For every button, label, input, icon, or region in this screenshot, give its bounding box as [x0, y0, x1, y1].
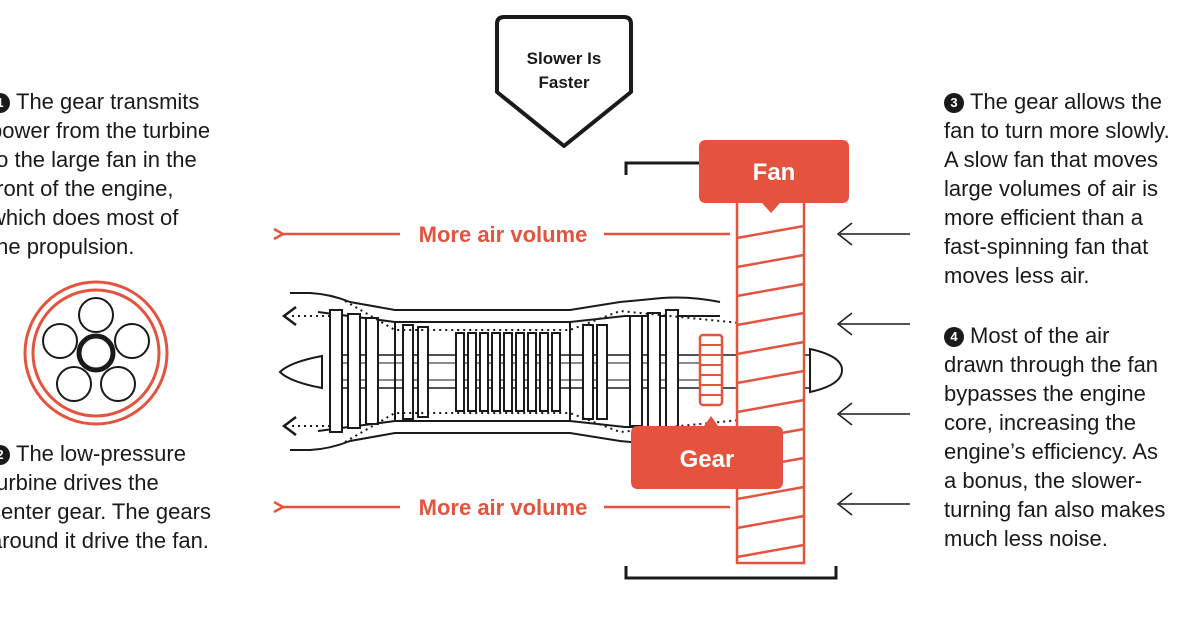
note-4-line-7: turning fan also makes — [944, 497, 1166, 522]
fan-stripe — [736, 311, 805, 327]
note-4-line-5: engine’s efficiency. As — [944, 439, 1159, 464]
incoming-air-arrow-4 — [836, 492, 910, 516]
fan-label-box: Fan — [699, 140, 849, 213]
bracket-bottom — [624, 566, 838, 580]
air-volume-label-top: More air volume — [419, 222, 588, 247]
badge-shape — [495, 15, 633, 148]
gear-label-box: Gear — [631, 416, 783, 489]
note-3-line-7: moves less air. — [944, 263, 1090, 288]
fan-blade — [735, 193, 806, 565]
note-1-line-3: to the large fan in the — [0, 147, 197, 172]
gear-label: Gear — [680, 446, 735, 473]
step-number-2-icon: 2 — [0, 445, 10, 465]
fan-stripe — [736, 224, 805, 240]
note-1-line-6: the propulsion. — [0, 234, 135, 259]
air-volume-arrow-top: More air volume — [283, 222, 730, 247]
note-3-line-2: fan to turn more slowly. — [944, 118, 1170, 143]
slower-is-faster-badge: Slower Is Faster — [495, 15, 633, 148]
fan-stripe — [736, 340, 805, 356]
fan-stripe — [736, 253, 805, 269]
air-volume-arrow-bottom: More air volume — [283, 495, 730, 520]
step-number-1-icon: 1 — [0, 93, 10, 113]
fan-stripe — [736, 398, 805, 414]
note-1-line-4: front of the engine, — [0, 176, 174, 201]
step-number-4-icon: 4 — [944, 327, 964, 347]
fan-stripe — [736, 514, 805, 530]
note-1: 1The gear transmits power from the turbi… — [0, 87, 210, 261]
fan-stripe — [736, 543, 805, 559]
bracket-top — [624, 161, 700, 175]
note-4-line-4: core, increasing the — [944, 410, 1136, 435]
incoming-air-arrows — [836, 222, 910, 516]
note-4-line-6: a bonus, the slower- — [944, 468, 1143, 493]
note-4-line-2: drawn through the fan — [944, 352, 1159, 377]
note-1-line-2: power from the turbine — [0, 118, 211, 143]
fan-stripe — [736, 369, 805, 385]
incoming-air-arrow-2 — [836, 312, 910, 336]
note-2-line-1: 2The low-pressure — [0, 439, 211, 468]
step-number-3-icon: 3 — [944, 93, 964, 113]
note-1-line-1: 1The gear transmits — [0, 87, 210, 116]
note-2-line-3: center gear. The gears — [0, 499, 211, 524]
note-1-line-5: which does most of — [0, 205, 179, 230]
air-volume-label-bottom: More air volume — [419, 495, 588, 520]
note-4-line-3: bypasses the engine — [944, 381, 1146, 406]
note-2-line-2: turbine drives the — [0, 470, 159, 495]
engine-core — [278, 292, 844, 451]
note-2: 2The low-pressure turbine drives the cen… — [0, 439, 211, 555]
note-3-line-4: large volumes of air is — [944, 176, 1158, 201]
planetary-gear-icon — [23, 280, 169, 426]
note-3-line-3: A slow fan that moves — [944, 147, 1158, 172]
note-4-line-8: much less noise. — [944, 526, 1108, 551]
gear-mechanism-icon — [698, 333, 724, 407]
fan-stripe — [736, 485, 805, 501]
incoming-air-arrow-1 — [836, 222, 910, 246]
badge-line-1: Slower Is — [527, 49, 602, 68]
fan-label: Fan — [753, 159, 796, 186]
fan-stripe — [736, 282, 805, 298]
note-3-line-5: more efficient than a — [944, 205, 1143, 230]
badge-line-2: Faster — [538, 73, 589, 92]
incoming-air-arrow-3 — [836, 402, 910, 426]
note-3-line-6: fast-spinning fan that — [944, 234, 1149, 259]
note-2-line-4: around it drive the fan. — [0, 528, 209, 553]
